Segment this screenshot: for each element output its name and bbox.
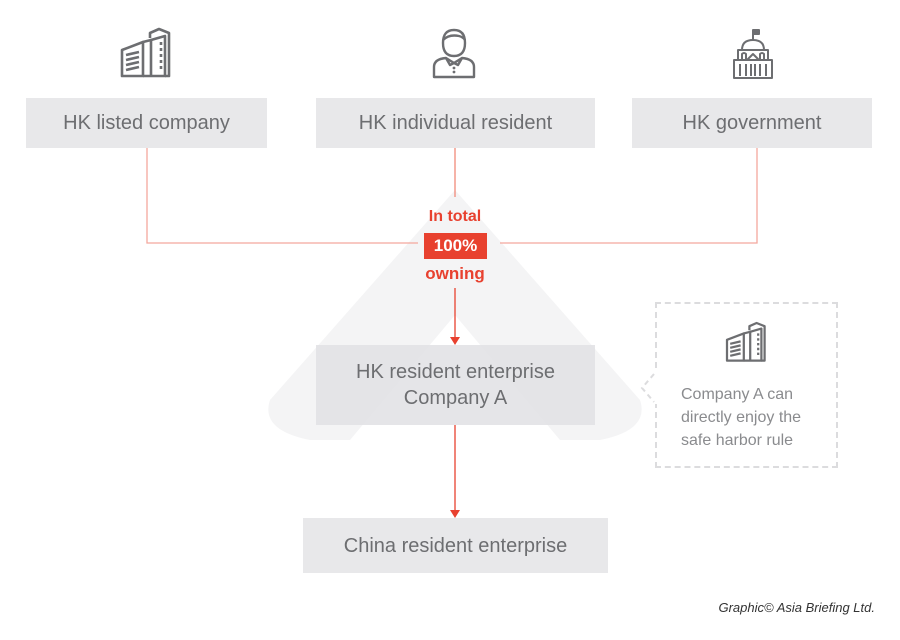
connector-left <box>146 148 418 244</box>
ownership-percent-badge: 100% <box>424 233 487 259</box>
government-building-icon <box>733 29 773 79</box>
connector-right <box>500 148 758 244</box>
node-label: HK listed company <box>63 112 230 134</box>
arrowhead-company-a <box>450 337 460 345</box>
node-label: HK individual resident <box>358 112 553 134</box>
note-line: Company A can <box>681 386 794 403</box>
office-building-icon <box>120 27 171 78</box>
note-pointer <box>640 372 659 404</box>
note-line: directly enjoy the <box>681 409 802 426</box>
node-label-line1: HK resident enterprise <box>356 361 555 383</box>
credit-text: Graphic© Asia Briefing Ltd. <box>718 600 875 615</box>
node-hk-government: HK government <box>632 98 872 148</box>
arrowhead-china <box>450 510 460 518</box>
node-hk-listed-company: HK listed company <box>26 98 267 148</box>
node-hk-resident-enterprise-company-a: HK resident enterprise Company A <box>316 345 595 425</box>
node-label-line2: Company A <box>403 387 508 409</box>
ownership-line3: owning <box>425 264 485 283</box>
note-line: safe harbor rule <box>681 432 794 449</box>
office-building-icon <box>725 321 766 362</box>
node-label: HK government <box>682 112 822 134</box>
node-china-resident-enterprise: China resident enterprise <box>303 518 608 573</box>
node-hk-individual-resident: HK individual resident <box>316 98 595 148</box>
note-text: Company A can directly enjoy the safe ha… <box>681 383 831 452</box>
person-icon <box>432 28 476 79</box>
node-label: China resident enterprise <box>343 534 568 557</box>
ownership-line1: In total <box>428 208 482 225</box>
